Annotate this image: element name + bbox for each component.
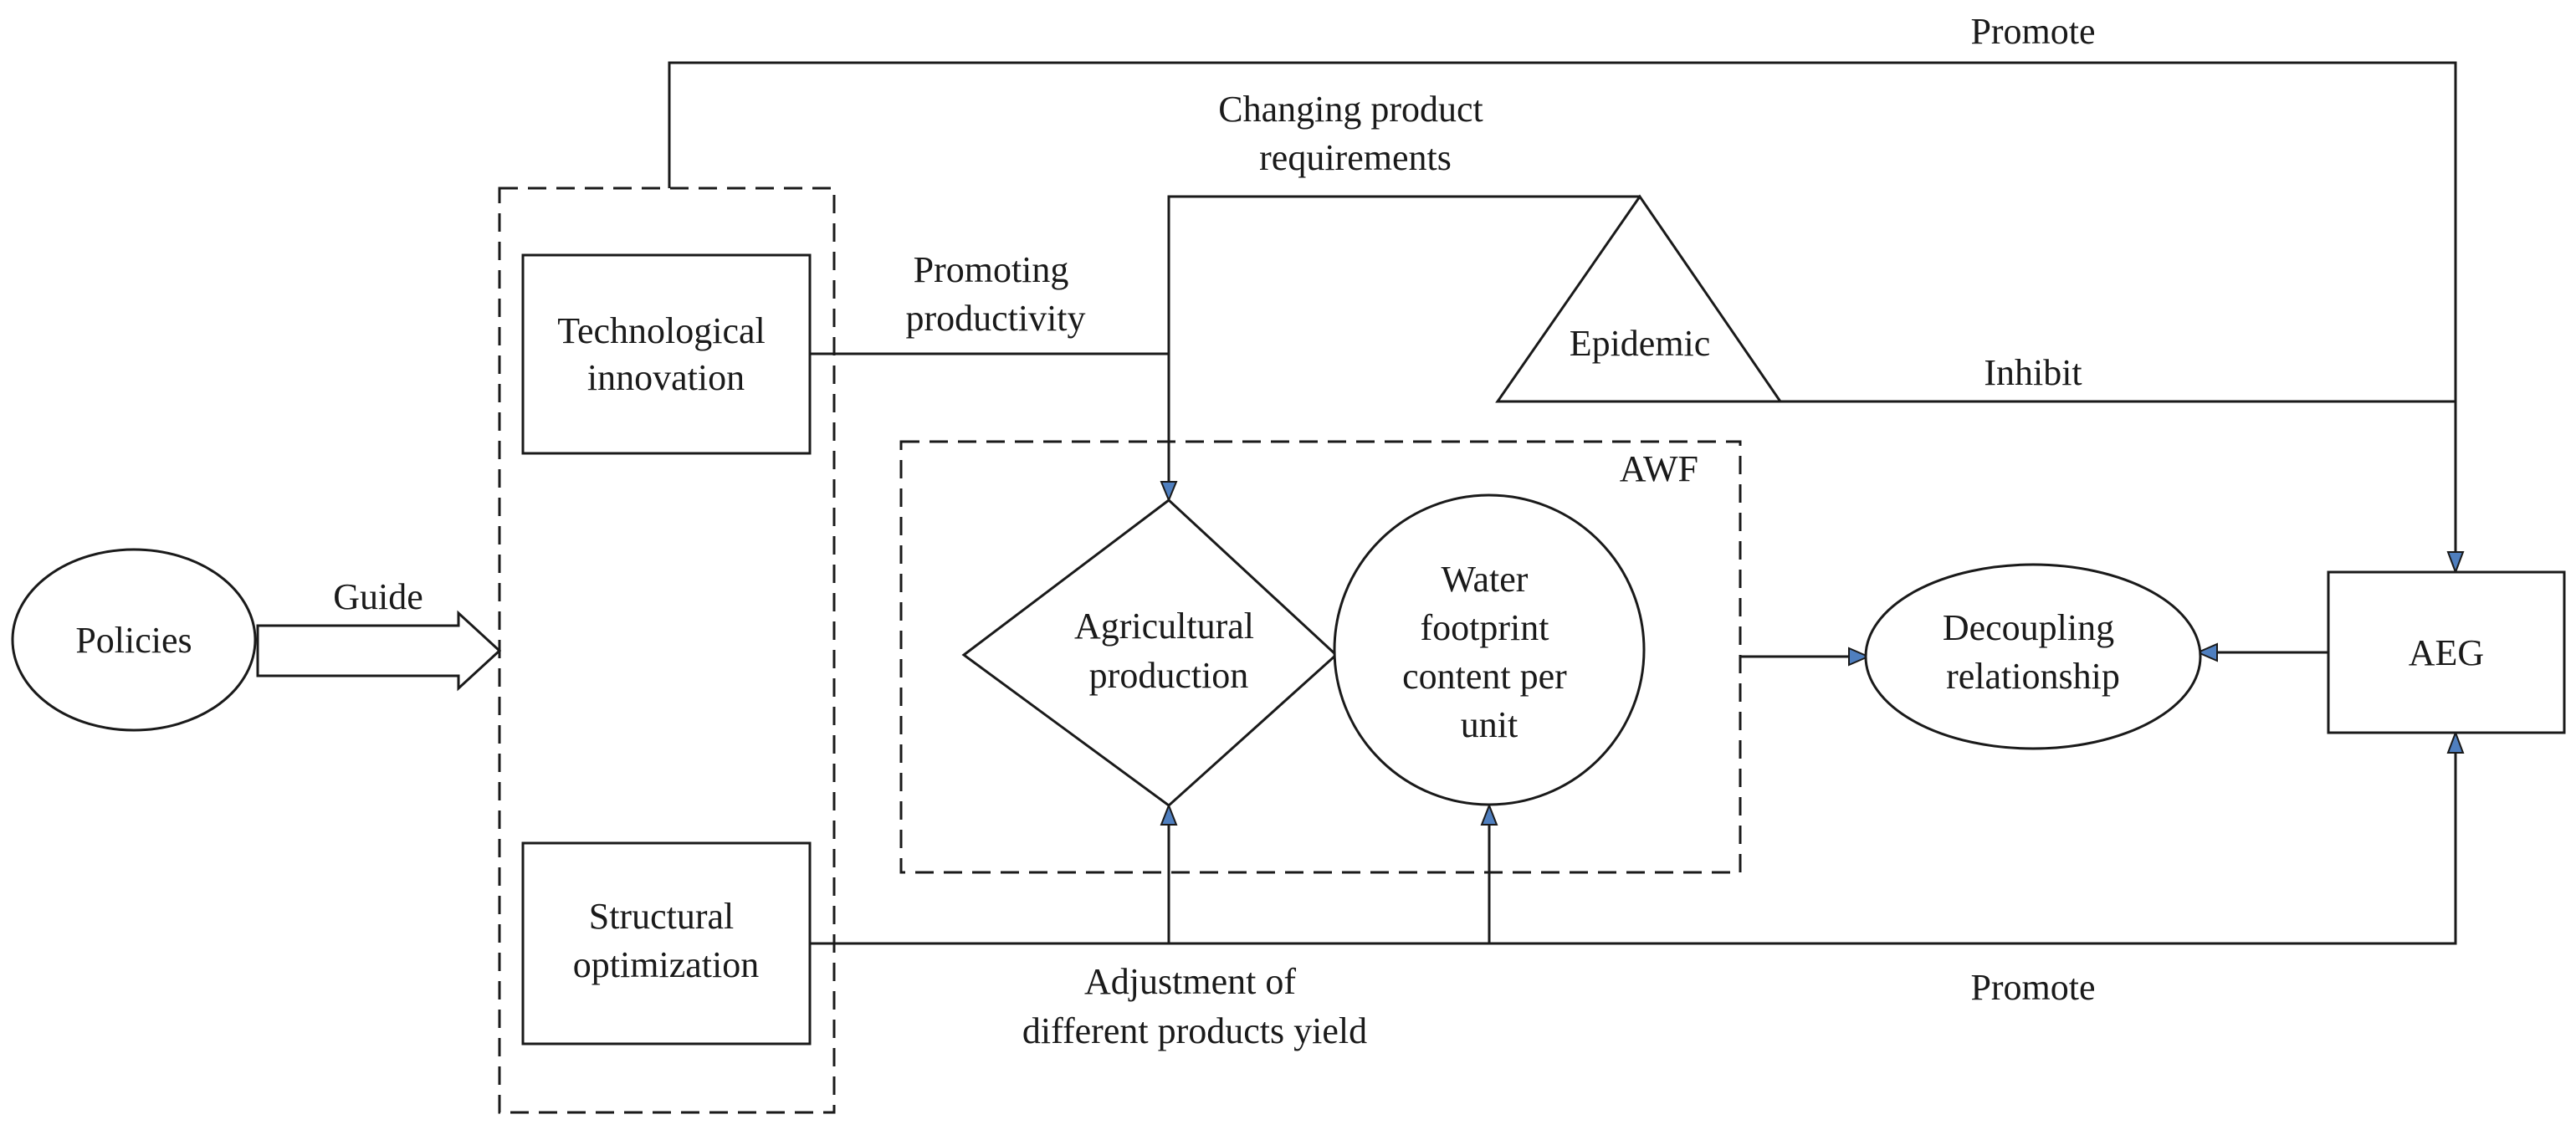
guide-arrow (256, 610, 502, 692)
agricultural-production-label: Agricultural production (1074, 606, 1263, 696)
promoting-productivity-label: Promoting productivity (905, 249, 1085, 339)
technological-innovation-label: Technological innovation (557, 310, 775, 398)
awf-group (899, 440, 1742, 874)
promote-bottom-label: Promote (1970, 967, 2095, 1008)
awf-label: AWF (1620, 448, 1698, 489)
water-footprint-node (1333, 493, 1646, 806)
inhibit-label: Inhibit (1984, 352, 2082, 393)
arrowhead-up-water (1480, 803, 1498, 826)
water-footprint-label: Water footprint content per unit (1402, 559, 1576, 745)
arrowhead-right-decoupling (1848, 647, 1871, 667)
decoupling-relationship-label: Decoupling relationship (1943, 607, 2123, 697)
aeg-label: AEG (2409, 632, 2484, 673)
arrowhead-left-decoupling (2195, 642, 2218, 662)
arrowhead-up-aeg (2446, 730, 2465, 754)
changing-requirements-label: Changing product requirements (1218, 89, 1493, 178)
guide-label: Guide (333, 576, 423, 617)
policies-label: Policies (75, 620, 192, 661)
edge-changing-requirements (1167, 195, 1640, 483)
structural-optimization-node (521, 841, 812, 1046)
epidemic-node (1495, 194, 1783, 403)
structural-optimization-label: Structural optimization (573, 896, 759, 985)
arrowhead-down-aeg (2446, 551, 2465, 575)
epidemic-label: Epidemic (1570, 323, 1711, 364)
decoupling-relationship-node (1864, 563, 2202, 750)
agricultural-production-node (961, 498, 1339, 807)
promote-top-label: Promote (1970, 11, 2095, 52)
edge-promote-top (668, 61, 2457, 552)
arrowhead-up-agri (1160, 803, 1178, 826)
aeg-node (2327, 570, 2566, 734)
policies-node (11, 548, 257, 732)
technological-innovation-node (521, 253, 812, 455)
arrowhead-down-agri (1160, 481, 1178, 503)
adjustment-label: Adjustment of different products yield (1022, 961, 1367, 1051)
edge-promote-bottom (810, 751, 2457, 945)
